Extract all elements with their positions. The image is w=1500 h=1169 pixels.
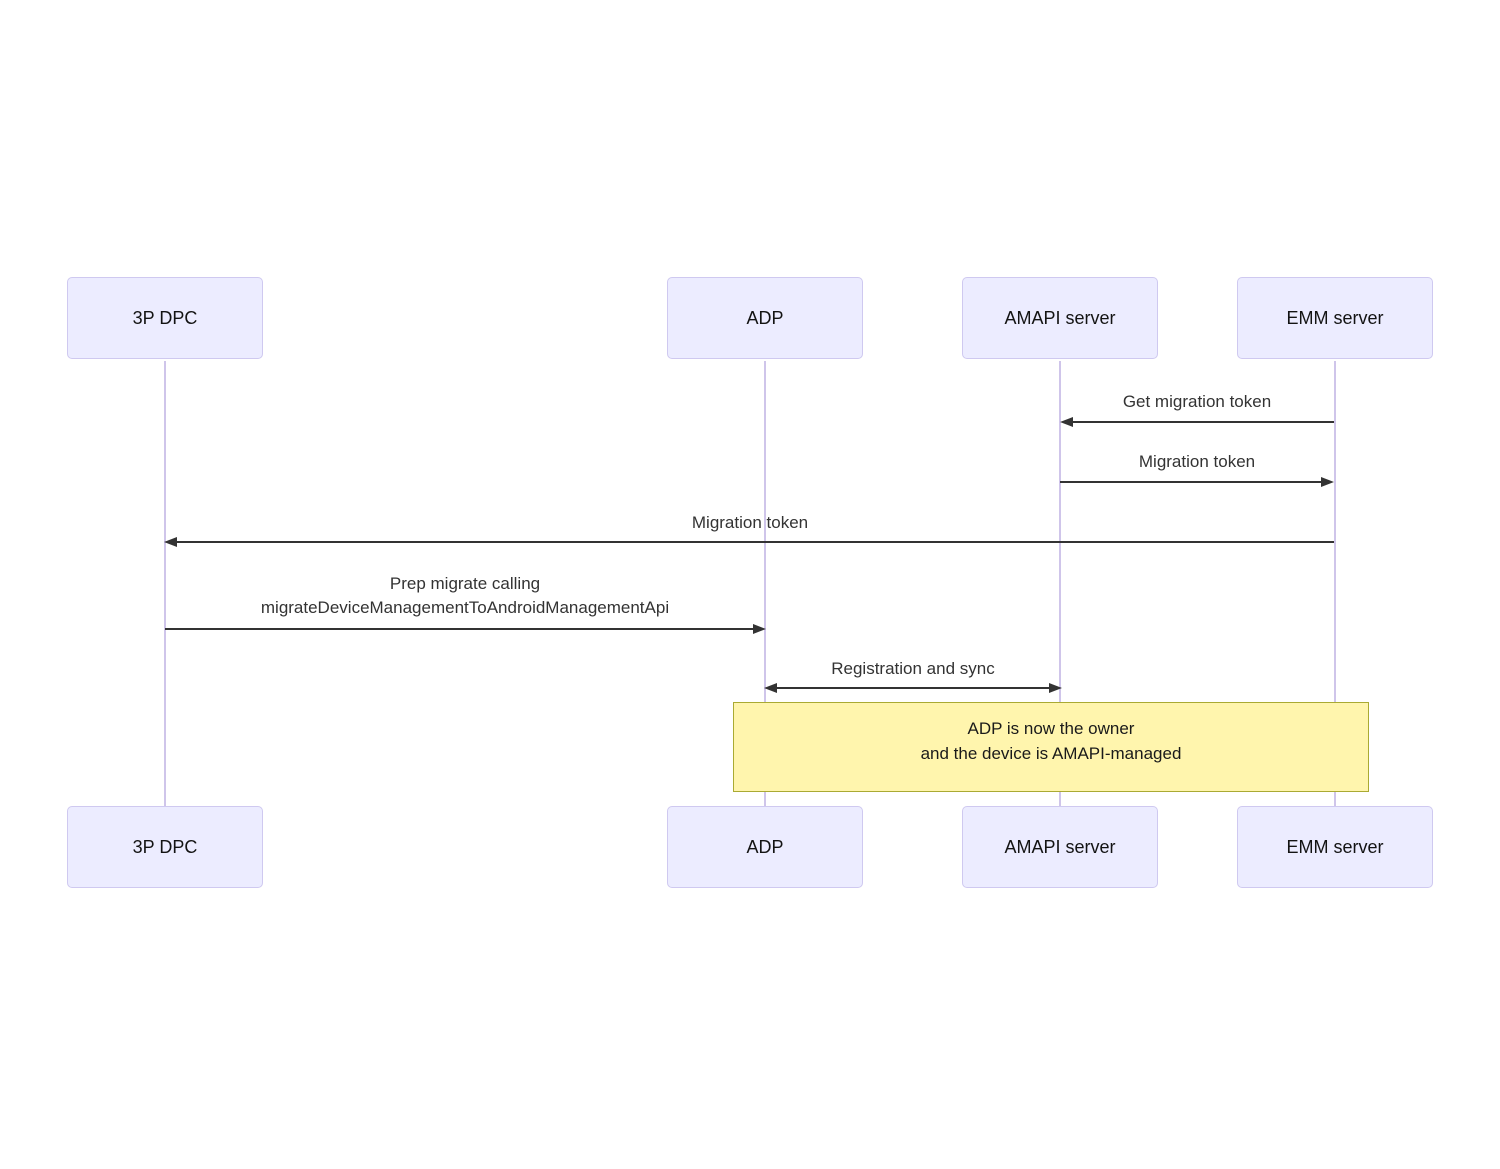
actor-emm-server-top: EMM server xyxy=(1237,277,1433,359)
message-label-migration-token-1: Migration token xyxy=(1138,452,1256,471)
note-line: and the device is AMAPI-managed xyxy=(920,744,1182,763)
message-line xyxy=(1060,481,1321,483)
actor-label: ADP xyxy=(746,836,784,857)
arrowhead-left-icon xyxy=(764,683,777,693)
lifeline-emm-server xyxy=(1334,361,1336,806)
actor-label: ADP xyxy=(746,307,784,328)
actor-label: AMAPI server xyxy=(1004,307,1116,328)
actor-emm-server-bottom: EMM server xyxy=(1237,806,1433,888)
actor-3p-dpc-top: 3P DPC xyxy=(67,277,263,359)
actor-label: AMAPI server xyxy=(1004,836,1116,857)
arrowhead-right-icon xyxy=(1321,477,1334,487)
message-label-line: migrateDeviceManagementToAndroidManageme… xyxy=(260,598,670,617)
message-line xyxy=(777,687,1049,689)
arrowhead-right-icon xyxy=(1049,683,1062,693)
note-line: ADP is now the owner xyxy=(967,719,1135,738)
actor-3p-dpc-bottom: 3P DPC xyxy=(67,806,263,888)
message-label-line: Prep migrate calling xyxy=(389,574,541,593)
actor-label: 3P DPC xyxy=(132,836,198,857)
message-label-registration-sync: Registration and sync xyxy=(831,659,995,678)
message-line xyxy=(177,541,1334,543)
message-label-migration-token-2: Migration token xyxy=(691,513,809,532)
arrowhead-left-icon xyxy=(164,537,177,547)
arrowhead-right-icon xyxy=(753,624,766,634)
note-adp-owner: ADP is now the owner and the device is A… xyxy=(733,702,1369,792)
lifeline-adp xyxy=(764,361,766,806)
message-label-get-migration-token: Get migration token xyxy=(1122,392,1272,411)
message-label-prep-migrate: Prep migrate calling migrateDeviceManage… xyxy=(165,572,765,620)
actor-label: EMM server xyxy=(1286,836,1384,857)
actor-adp-top: ADP xyxy=(667,277,863,359)
actor-amapi-server-top: AMAPI server xyxy=(962,277,1158,359)
actor-amapi-server-bottom: AMAPI server xyxy=(962,806,1158,888)
arrowhead-left-icon xyxy=(1060,417,1073,427)
actor-label: 3P DPC xyxy=(132,307,198,328)
actor-label: EMM server xyxy=(1286,307,1384,328)
message-line xyxy=(165,628,753,630)
lifeline-3p-dpc xyxy=(164,361,166,806)
actor-adp-bottom: ADP xyxy=(667,806,863,888)
message-line xyxy=(1073,421,1334,423)
lifeline-amapi-server xyxy=(1059,361,1061,806)
